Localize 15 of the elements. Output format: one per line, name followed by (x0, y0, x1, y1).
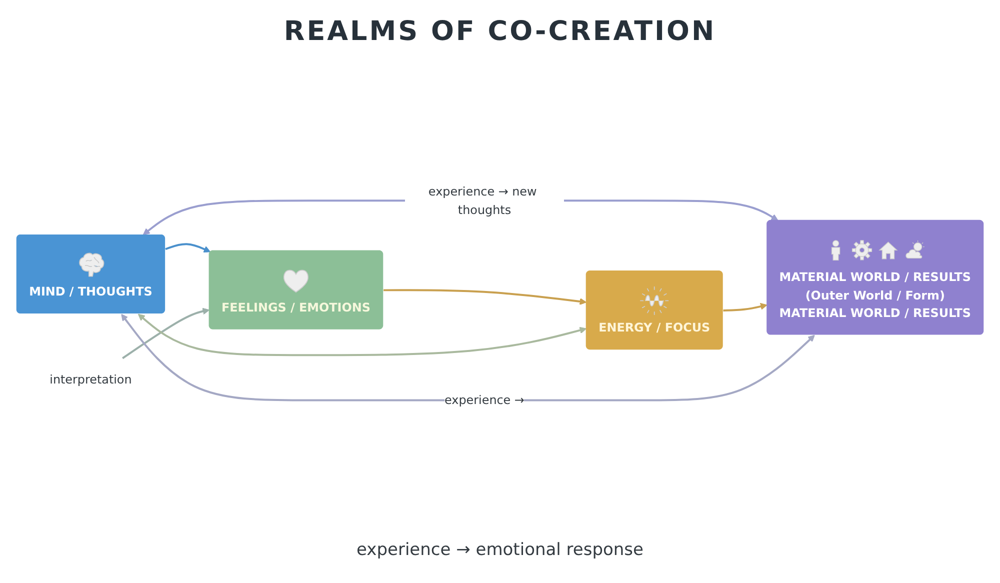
arrow (384, 289, 587, 305)
edge-label: experience → new thoughts (428, 184, 537, 217)
node-text: interpretation (50, 372, 132, 387)
diagram-title: REALMS OF CO-CREATION (284, 16, 716, 47)
note-text: experience → emotional response (356, 540, 644, 560)
node-box: ENERGY / FOCUS (586, 270, 723, 350)
arrow (723, 302, 768, 312)
node-box: FEELINGS / EMOTIONS (208, 250, 384, 330)
arrow (121, 314, 815, 402)
arrow (138, 314, 587, 356)
node-box: MATERIAL WORLD / RESULTS (Outer World / Form) MATERIAL WORLD / RESULTS (766, 220, 984, 335)
node-box: MIND / THOUGHTS (16, 234, 166, 314)
edge-label: experience → (444, 392, 524, 408)
arrow (122, 308, 210, 360)
arrow (165, 243, 211, 252)
